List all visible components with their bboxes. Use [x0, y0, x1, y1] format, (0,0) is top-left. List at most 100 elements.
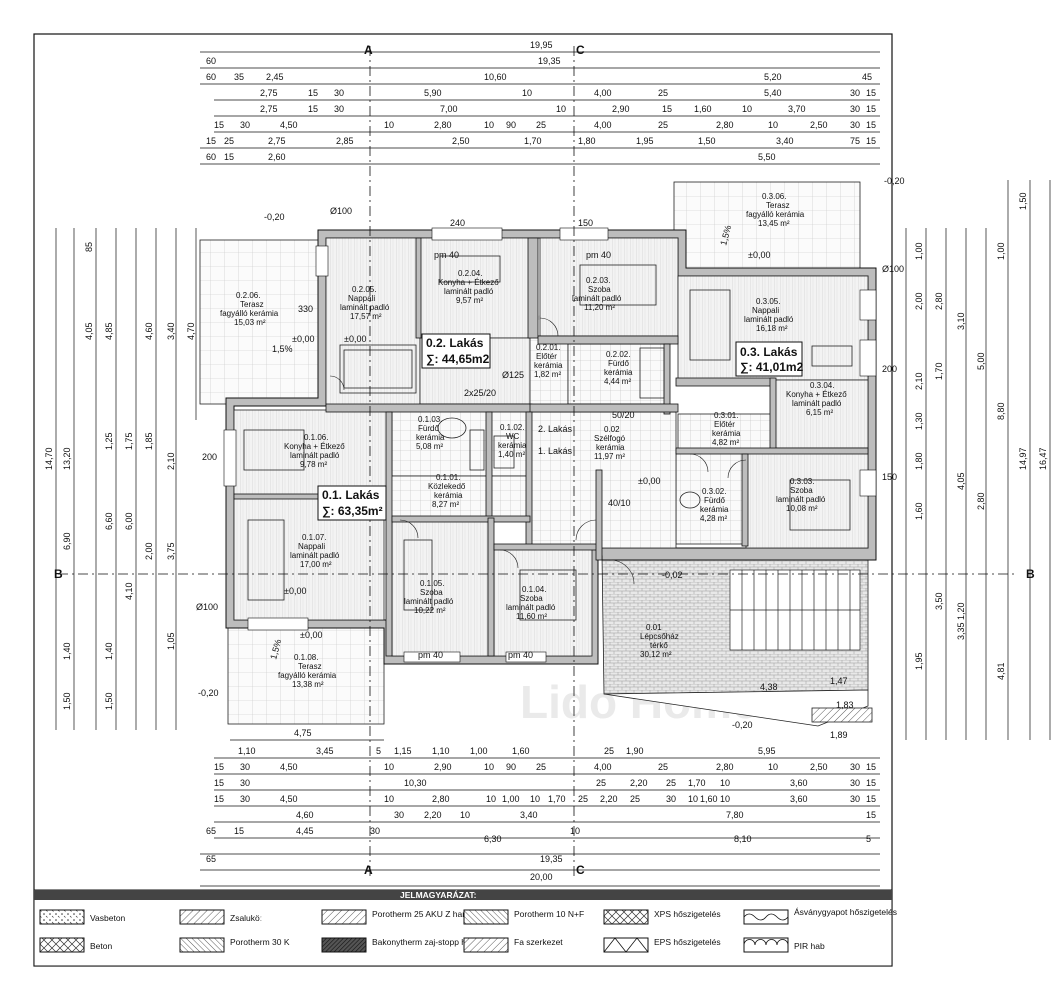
legend-scallop: [743, 939, 789, 946]
svg-text:laminált padló: laminált padló: [404, 597, 454, 606]
room-label-0-1-03: 0.1.03. Fürdő kerámia 5,08 m²: [416, 415, 445, 451]
dim-bot-r8-1: 19,35: [540, 854, 563, 864]
dim-right-6: 3,50: [934, 592, 944, 610]
bottom-dimensions: 4,75 1,10 3,45 5 1,15 1,10 1,00 1,60 25 …: [206, 728, 876, 882]
svg-text:0.1.04.: 0.1.04.: [522, 585, 546, 594]
room-label-0-3-06: 0.3.06. Terasz fagyálló kerámia 13,45 m²: [746, 192, 805, 228]
svg-text:6,15 m²: 6,15 m²: [806, 408, 833, 417]
dim-left-3: 6,60: [104, 512, 114, 530]
dim-top-r5-1: 15: [308, 104, 318, 114]
level-zero-1: ±0,00: [292, 334, 314, 344]
dim-left-4: 6,00: [124, 512, 134, 530]
legend-label-0: Vasbeton: [90, 913, 126, 923]
svg-text:0.1.08.: 0.1.08.: [294, 653, 318, 662]
dim-left-5: 4,10: [124, 582, 134, 600]
svg-text:Fürdő: Fürdő: [418, 424, 439, 433]
level-terrace-left: -0,20: [264, 212, 285, 222]
dim-top-r4-7: 5,40: [764, 88, 782, 98]
level-zero-3: ±0,00: [748, 250, 770, 260]
dim-right-10: 2,00: [914, 292, 924, 310]
dim-right-20: 4,05: [956, 472, 966, 490]
svg-text:30,12 m²: 30,12 m²: [640, 650, 672, 659]
room-0-3-03: [745, 451, 869, 549]
section-marker-c-top: C: [576, 43, 585, 57]
svg-text:0.01: 0.01: [646, 623, 662, 632]
svg-text:17,00 m²: 17,00 m²: [300, 560, 332, 569]
dim-top-r7-7: 1,95: [636, 136, 654, 146]
dim-left-7: 2,10: [166, 452, 176, 470]
room-label-0-1-04: 0.1.04. Szoba laminált padló 11,60 m²: [506, 585, 556, 621]
legend-swatch-8: [603, 909, 649, 925]
svg-text:0.3.02.: 0.3.02.: [702, 487, 726, 496]
dim-left-20: 4,70: [186, 322, 196, 340]
dim-top-r6-14: 15: [866, 120, 876, 130]
legend-label-4: Porotherm 25 AKU Z hangátló tégla: [372, 909, 506, 919]
legend: JELMAGYARÁZAT: Vasbeton Beton Zsaluköː P…: [33, 889, 897, 967]
svg-text:9,78 m²: 9,78 m²: [300, 460, 327, 469]
dim-bot-r7-7: 5: [866, 834, 871, 844]
dim-bot-r3-12: 2,50: [810, 762, 828, 772]
dim-bot-r5-10: 2,20: [600, 794, 618, 804]
dim-bot-r2-1: 3,45: [316, 746, 334, 756]
svg-text:laminált padló: laminált padló: [744, 315, 794, 324]
dim-bot-r7-1: 15: [234, 826, 244, 836]
dim-bot-r2-9: 5,95: [758, 746, 776, 756]
dim-bot-r1-0: 4,75: [294, 728, 312, 738]
room-0-3-04: [773, 379, 869, 449]
legend-swatch-1: [39, 937, 85, 953]
dim-right-15: 1,50: [1018, 192, 1028, 210]
dim-bot-r4-2: 10,30: [404, 778, 427, 788]
room-0-3-02: [675, 451, 747, 545]
section-marker-a-top: A: [364, 43, 373, 57]
dim-bot-r6-2: 2,20: [424, 810, 442, 820]
dim-left-1: 13,20: [62, 447, 72, 470]
legend-label-10: Ásványgyapot hőszigetelés: [794, 907, 897, 917]
room-label-0-2-06: 0.2.06. Terasz fagyálló kerámia 15,03 m²: [220, 291, 279, 327]
dim-top-r5-11: 15: [866, 104, 876, 114]
level-zero-4: ±0,00: [284, 586, 306, 596]
svg-text:Nappali: Nappali: [752, 306, 779, 315]
dim-top-r5-6: 15: [662, 104, 672, 114]
svg-text:0.2.06.: 0.2.06.: [236, 291, 260, 300]
dim-top-r2-1: 19,35: [538, 56, 561, 66]
dim-top-r4-9: 15: [866, 88, 876, 98]
room-label-0-1-05: 0.1.05. Szoba laminált padló 10,22 m²: [404, 579, 454, 615]
dim-bot-r5-7: 10: [530, 794, 540, 804]
svg-text:Terasz: Terasz: [240, 300, 264, 309]
dim-top-r4-1: 15: [308, 88, 318, 98]
dim-top-r7-6: 1,80: [578, 136, 596, 146]
pm40-0-1-04: pm 40: [508, 650, 533, 660]
dim-top-r7-10: 75: [850, 136, 860, 146]
dim-right-5: 3,35: [956, 622, 966, 640]
legend-title: JELMAGYARÁZAT:: [400, 890, 477, 900]
svg-text:Terasz: Terasz: [298, 662, 322, 671]
dim-top-r6-6: 90: [506, 120, 516, 130]
room-0-1-05: [391, 517, 489, 657]
dim-bot-r3-1: 30: [240, 762, 250, 772]
svg-text:Előtér: Előtér: [536, 352, 557, 361]
stair-label-1: 1. Lakás: [538, 446, 573, 456]
svg-text:0.2.01.: 0.2.01.: [536, 343, 560, 352]
dim-bot-r6-3: 10: [460, 810, 470, 820]
svg-text:0.1.02.: 0.1.02.: [500, 423, 524, 432]
dim-bot-r5-17: 30: [850, 794, 860, 804]
svg-text:9,57 m²: 9,57 m²: [456, 296, 483, 305]
dim-right-7: 3,10: [956, 312, 966, 330]
pipe-phi100-top: Ø100: [330, 206, 352, 216]
dim-top-r3-4: 5,20: [764, 72, 782, 82]
svg-text:laminált padló: laminált padló: [572, 294, 622, 303]
dim-top-r7-3: 2,85: [336, 136, 354, 146]
svg-text:Konyha + Étkező: Konyha + Étkező: [786, 390, 847, 399]
dim-bot-r5-11: 25: [630, 794, 640, 804]
dim-bot-r5-1: 30: [240, 794, 250, 804]
svg-text:1,40 m²: 1,40 m²: [498, 450, 525, 459]
window-150-right: 150: [882, 472, 897, 482]
window-150-top: 150: [578, 218, 593, 228]
svg-text:11,97 m²: 11,97 m²: [594, 452, 625, 461]
room-label-0-02: 0.02 Szélfogó kerámia 11,97 m²: [594, 425, 626, 461]
dim-bot-r2-7: 25: [604, 746, 614, 756]
annotations: -0,20 -0,20 -0,20 -0,20 -0,02 ±0,00 ±0,0…: [196, 176, 905, 740]
room-label-0-2-05: 0.2.05. Nappali laminált padló 17,57 m²: [340, 285, 390, 321]
dim-right-0: 16,47: [1038, 447, 1048, 470]
